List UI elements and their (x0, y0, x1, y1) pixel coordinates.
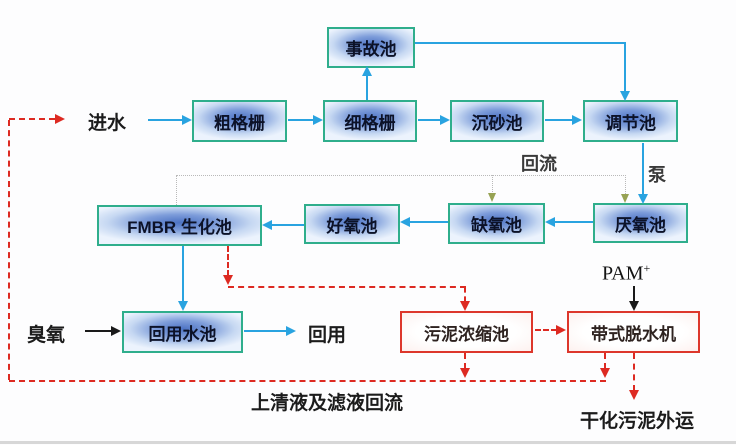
node-accident-pool: 事故池 (327, 27, 415, 68)
node-label: 厌氧池 (615, 215, 666, 235)
reflux-line-fmbr-up (176, 175, 177, 205)
node-grit-chamber: 沉砂池 (450, 100, 544, 142)
page-bottom-edge (0, 441, 736, 444)
arrow-return-to-influent (55, 114, 65, 124)
arrow-belt-to-return (600, 368, 610, 378)
sludge-line-fmbr-to-thickener (228, 286, 466, 288)
arrow-reflux-to-anoxic (488, 193, 496, 202)
arrow-anaerobic-to-anoxic (545, 217, 555, 227)
arrow-influent-to-coarse (182, 115, 192, 125)
node-label: 沉砂池 (471, 113, 523, 133)
node-aerobic-pool: 好氧池 (304, 204, 400, 244)
node-label: 细格栅 (344, 113, 396, 133)
node-label: 调节池 (605, 113, 656, 133)
node-label: 带式脱水机 (591, 324, 676, 344)
arrow-dried-sludge-out (629, 390, 639, 400)
node-regulating-pool: 调节池 (583, 100, 678, 142)
node-anaerobic-pool: 厌氧池 (593, 203, 688, 243)
node-sludge-thickener: 污泥浓缩池 (400, 311, 533, 353)
arrow-fmbr-sludge-down (223, 275, 233, 285)
pump-label: 泵 (648, 165, 666, 185)
ozone-label: 臭氧 (27, 325, 66, 346)
filtrate-line-belt-down (604, 353, 606, 369)
flow-line-accident-right (415, 42, 626, 44)
node-label: 好氧池 (326, 216, 378, 236)
flow-line-fmbr-reuse (182, 246, 184, 302)
node-fine-screen: 细格栅 (323, 100, 417, 142)
arrow-coarse-to-fine (313, 115, 323, 125)
dosing-line-pam (633, 286, 635, 302)
dried-sludge-out-label: 干化污泥外运 (580, 411, 695, 432)
flow-line-anaerobic-anoxic (554, 221, 593, 223)
arrow-thickener-to-belt (556, 325, 566, 335)
arrow-reuse-pool-to-reuse (286, 326, 296, 336)
node-label: 粗格栅 (214, 113, 265, 133)
flow-line-fine-grit (418, 119, 441, 121)
node-reuse-pool: 回用水池 (122, 311, 243, 353)
arrow-grit-to-regulating (572, 115, 582, 125)
node-label: 事故池 (345, 40, 397, 59)
sludge-line-thickener-belt (535, 329, 557, 331)
arrow-fmbr-to-reuse-pool (178, 301, 188, 311)
arrow-ozone-to-reuse-pool (111, 326, 121, 336)
arrow-accident-to-regulating (620, 91, 630, 101)
arrow-aerobic-to-fmbr (262, 220, 272, 230)
arrow-thickener-to-return (460, 368, 470, 378)
return-line-to-influent (9, 118, 55, 120)
dried-sludge-line (633, 353, 635, 391)
flow-line-influent (148, 119, 184, 121)
arrow-fine-to-grit (440, 115, 450, 125)
reflux-line-drop-anaerobic (625, 175, 626, 194)
arrow-anoxic-to-aerobic (400, 217, 410, 227)
influent-label: 进水 (88, 113, 127, 134)
sludge-line-fmbr-down (227, 246, 229, 276)
supernatant-line-thickener-down (464, 353, 466, 369)
flow-line-fine-accident (366, 75, 368, 100)
sludge-line-thickener-drop (464, 287, 466, 302)
supernatant-return-line (9, 380, 606, 382)
flow-line-reuse-out (244, 330, 287, 332)
arrow-reflux-to-anaerobic (621, 194, 629, 203)
node-anoxic-pool: 缺氧池 (448, 203, 545, 244)
pam-superscript: + (643, 261, 651, 275)
node-label: 污泥浓缩池 (424, 324, 509, 344)
flow-line-accident-down (624, 42, 626, 92)
arrow-pam-to-belt (629, 301, 639, 311)
arrow-sludge-to-thickener (460, 301, 470, 311)
flow-line-grit-regulating (545, 119, 573, 121)
reflux-line-horizontal (176, 175, 626, 176)
reflux-line-drop-anoxic (492, 175, 493, 194)
reflux-label: 回流 (521, 154, 557, 174)
supernatant-return-label: 上清液及滤液回流 (251, 393, 404, 414)
arrow-pump-to-anaerobic (638, 194, 648, 204)
node-label: 回用水池 (148, 324, 217, 344)
flow-line-coarse-fine (288, 119, 315, 121)
node-label: 缺氧池 (471, 216, 522, 235)
pam-label: PAM+ (602, 261, 651, 285)
return-line-left-vertical (8, 120, 10, 380)
node-label: FMBR 生化池 (127, 218, 232, 237)
flow-line-pump (642, 143, 644, 194)
node-belt-dehydrator: 带式脱水机 (567, 311, 700, 353)
dosing-line-ozone (85, 330, 112, 332)
arrow-fine-to-accident (362, 66, 372, 76)
flow-line-aerobic-fmbr (271, 224, 304, 226)
reuse-label: 回用 (308, 325, 347, 346)
node-fmbr-pool: FMBR 生化池 (97, 205, 262, 246)
flow-line-anoxic-aerobic (409, 221, 448, 223)
node-coarse-screen: 粗格栅 (192, 100, 287, 142)
